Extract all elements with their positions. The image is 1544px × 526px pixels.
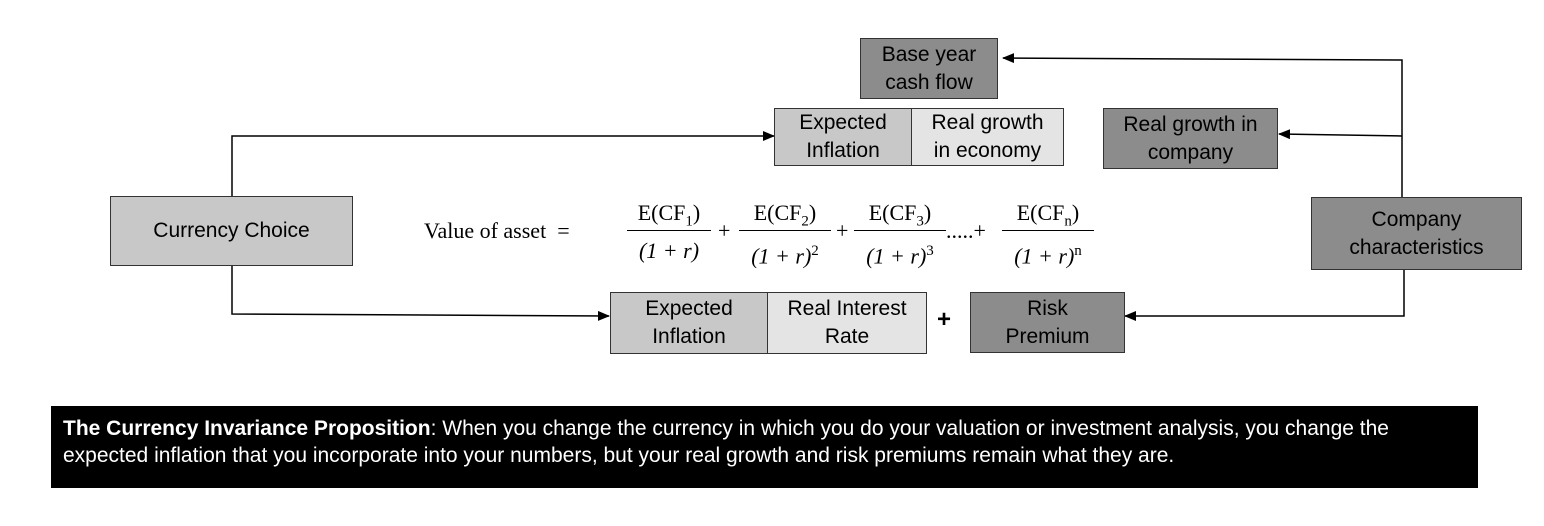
- real-growth-economy-box: Real growth in economy: [911, 108, 1064, 166]
- term-3-close: ): [923, 200, 932, 225]
- formula-lhs-text: Value of asset: [424, 218, 547, 243]
- formula-ellipsis: .....+: [946, 218, 986, 244]
- company-characteristics-box: Company characteristics: [1311, 197, 1522, 270]
- base-year-cash-flow-box: Base year cash flow: [860, 38, 998, 99]
- formula-dots: .....: [946, 218, 974, 243]
- term-2-num: E(CF: [753, 200, 802, 225]
- expected-inflation-top-label: Expected Inflation: [799, 111, 887, 162]
- term-3-den: (1 + r): [866, 243, 927, 269]
- formula-term-n: E(CFn) (1 + r)n: [1002, 196, 1094, 269]
- real-growth-company-label: Real growth in company: [1123, 112, 1258, 164]
- real-growth-economy-label: Real growth in economy: [931, 111, 1044, 162]
- plus-sign: +: [937, 306, 952, 333]
- expected-inflation-bottom-box: Expected Inflation: [610, 292, 768, 354]
- real-interest-rate-box: Real Interest Rate: [767, 292, 927, 354]
- formula-term-1: E(CF1) (1 + r): [627, 196, 711, 267]
- term-2-exp: 2: [811, 243, 819, 259]
- term-1-close: ): [692, 200, 701, 225]
- base-year-label: Base year cash flow: [881, 42, 977, 94]
- term-3-num: E(CF: [868, 200, 917, 225]
- banner-title: The Currency Invariance Proposition: [63, 417, 431, 440]
- term-n-close: ): [1071, 200, 1080, 225]
- formula-plus-3: +: [973, 218, 986, 243]
- term-n-den: (1 + r): [1014, 243, 1075, 269]
- term-2-sub: 2: [801, 213, 809, 230]
- term-n-exp: n: [1074, 243, 1082, 259]
- formula-equals: =: [557, 218, 570, 243]
- company-characteristics-label: Company characteristics: [1349, 207, 1484, 259]
- term-3-exp: 3: [926, 243, 934, 259]
- formula-lhs: Value of asset =: [424, 218, 570, 244]
- real-interest-rate-label: Real Interest Rate: [787, 297, 907, 348]
- expected-inflation-bottom-label: Expected Inflation: [645, 297, 733, 348]
- term-n-num: E(CF: [1016, 200, 1065, 225]
- formula-term-3: E(CF3) (1 + r)3: [854, 196, 946, 269]
- connector-company-to-risk-premium: [1124, 270, 1405, 321]
- formula-plus-2: +: [836, 218, 849, 243]
- real-growth-company-box: Real growth in company: [1103, 108, 1278, 169]
- currency-choice-label: Currency Choice: [153, 219, 310, 242]
- term-3-sub: 3: [916, 213, 924, 230]
- connector-currency-to-inflation-top: [231, 131, 775, 196]
- term-n-sub: n: [1064, 213, 1072, 230]
- connector-company-to-real-growth: [1278, 129, 1403, 140]
- term-2-den: (1 + r): [751, 243, 812, 269]
- currency-choice-box: Currency Choice: [110, 196, 353, 266]
- risk-premium-label: Risk Premium: [1005, 296, 1090, 348]
- term-1-den: (1 + r): [638, 238, 700, 263]
- formula-term-2: E(CF2) (1 + r)2: [739, 196, 831, 269]
- term-1-sub: 1: [685, 213, 693, 230]
- currency-invariance-banner: The Currency Invariance Proposition: Whe…: [51, 406, 1478, 488]
- term-1-num: E(CF: [637, 200, 686, 225]
- connector-currency-to-inflation-bottom: [231, 265, 610, 321]
- banner-text: : When you change the currency in which …: [63, 417, 1389, 467]
- risk-premium-box: Risk Premium: [970, 292, 1125, 353]
- connector-company-to-base-year: [1002, 53, 1403, 197]
- term-2-close: ): [808, 200, 817, 225]
- expected-inflation-top-box: Expected Inflation: [774, 108, 912, 166]
- formula-plus-1: +: [718, 218, 731, 243]
